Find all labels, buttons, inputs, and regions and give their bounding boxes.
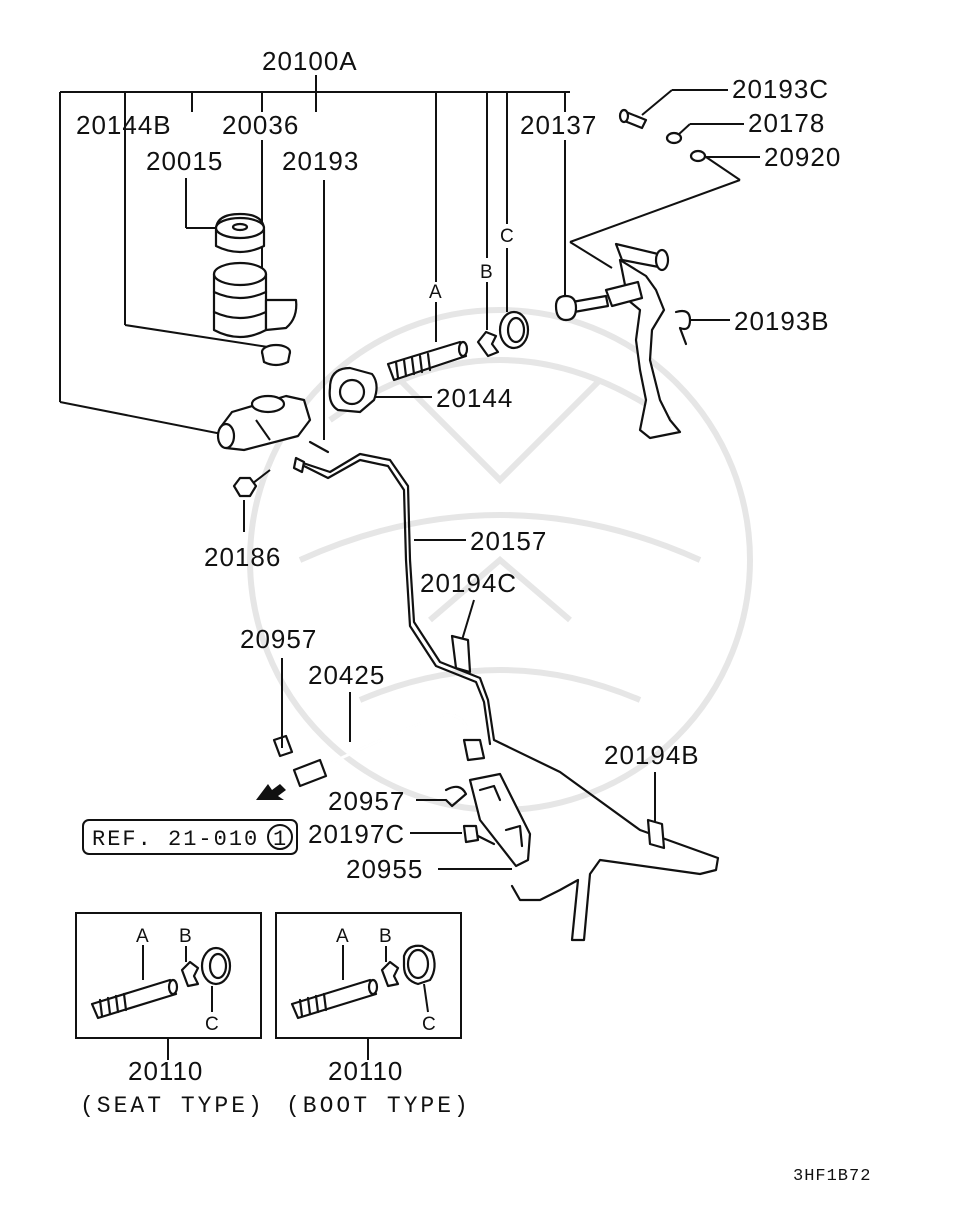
inset-seat-letter-c: C [205,1014,219,1035]
inset-seat-type: A B C 20110 (SEAT TYPE) [75,912,265,1119]
assembly-leader-lines [59,75,570,440]
callout-20425: 20425 [308,660,385,690]
gasket-part [328,366,378,414]
reference-number: 1 [273,827,288,852]
pedal-leader-lines [569,89,760,321]
inset-boot-letter-a: A [336,926,349,947]
callout-20178: 20178 [748,108,825,138]
callout-20193B: 20193B [734,306,830,336]
callout-20957-bottom: 20957 [328,786,405,816]
clutch-hose-part [292,713,486,788]
callout-20197C: 20197C [308,819,405,849]
inset-boot-type-label: (BOOT TYPE) [286,1093,471,1119]
callout-20193C: 20193C [732,74,829,104]
reference-arrow-icon [256,784,286,800]
reservoir-body-part [212,261,298,339]
callout-20186: 20186 [204,542,281,572]
inset-boot-letter-c: C [422,1014,436,1035]
callout-20194C: 20194C [420,568,517,598]
rod-pin-part [308,440,330,454]
pipe-clip-c-part [450,634,472,674]
callout-20144: 20144 [436,383,513,413]
hose-clip-top-part [272,734,294,758]
hose-bracket-part [468,772,532,868]
callout-20920: 20920 [764,142,841,172]
letter-c: C [500,226,514,247]
clutch-pipe-part [292,452,720,942]
pedal-pin-part [618,108,648,130]
hose-clip-bottom-part [444,785,468,808]
letter-b: B [480,262,493,283]
clip-b-part [476,330,500,358]
inset-boot-type: A B C 20110 (BOOT TYPE) [275,912,471,1119]
reference-box: REF. 21-010 1 [82,819,298,855]
reference-text: REF. 21-010 [92,827,259,852]
callout-20194B: 20194B [604,740,700,770]
callout-20157: 20157 [470,526,547,556]
clutch-pedal-part [554,242,682,440]
callout-20193: 20193 [282,146,359,176]
reservoir-grommet-part [260,343,292,367]
letter-a: A [429,282,442,303]
callout-20100A: 20100A [262,46,358,76]
callout-20036: 20036 [222,110,299,140]
boot-c-part [498,310,530,350]
reservoir-cap-part [214,212,266,254]
pipe-clip-b-part [646,818,666,850]
bracket-bolt-part [462,824,496,846]
master-cylinder-part [216,394,312,452]
union-nut-part [232,476,258,498]
inset-seat-part-no: 20110 [128,1056,203,1086]
snap-pin-part [674,309,692,346]
callout-20144B: 20144B [76,110,172,140]
push-rod-part [386,340,469,382]
inset-boot-letter-b: B [379,926,392,947]
diagram-code: 3HF1B72 [793,1167,871,1186]
washer-b-part [689,149,707,163]
inset-seat-type-label: (SEAT TYPE) [80,1093,265,1119]
callout-20955: 20955 [346,854,423,884]
callout-20015: 20015 [146,146,223,176]
inset-seat-letter-a: A [136,926,149,947]
inset-boot-part-no: 20110 [328,1056,403,1086]
callout-20957-top: 20957 [240,624,317,654]
callout-20137: 20137 [520,110,597,140]
inset-seat-letter-b: B [179,926,192,947]
washer-a-part [665,131,683,145]
